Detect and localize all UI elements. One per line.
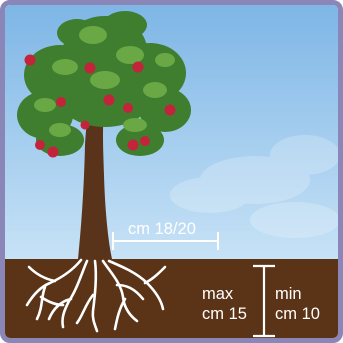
apples [24,54,176,158]
horizontal-distance-indicator [112,232,219,250]
tree-trunk [78,105,112,259]
roots [25,258,167,333]
clouds [170,135,338,238]
tree-canopy [17,11,191,158]
min-depth-value: cm 10 [275,305,320,323]
soil [5,259,338,338]
canopy-light-leaves [34,26,175,137]
max-depth-word: max [202,285,234,303]
horizontal-distance-label: cm 18/20 [128,220,196,238]
max-depth-value: cm 15 [202,305,247,323]
canopy-dark-leaves [17,11,191,156]
tree-planting-diagram: cm 18/20 max cm 15 min cm 10 [5,5,338,338]
min-depth-word: min [275,285,302,303]
depth-indicator [253,264,275,338]
